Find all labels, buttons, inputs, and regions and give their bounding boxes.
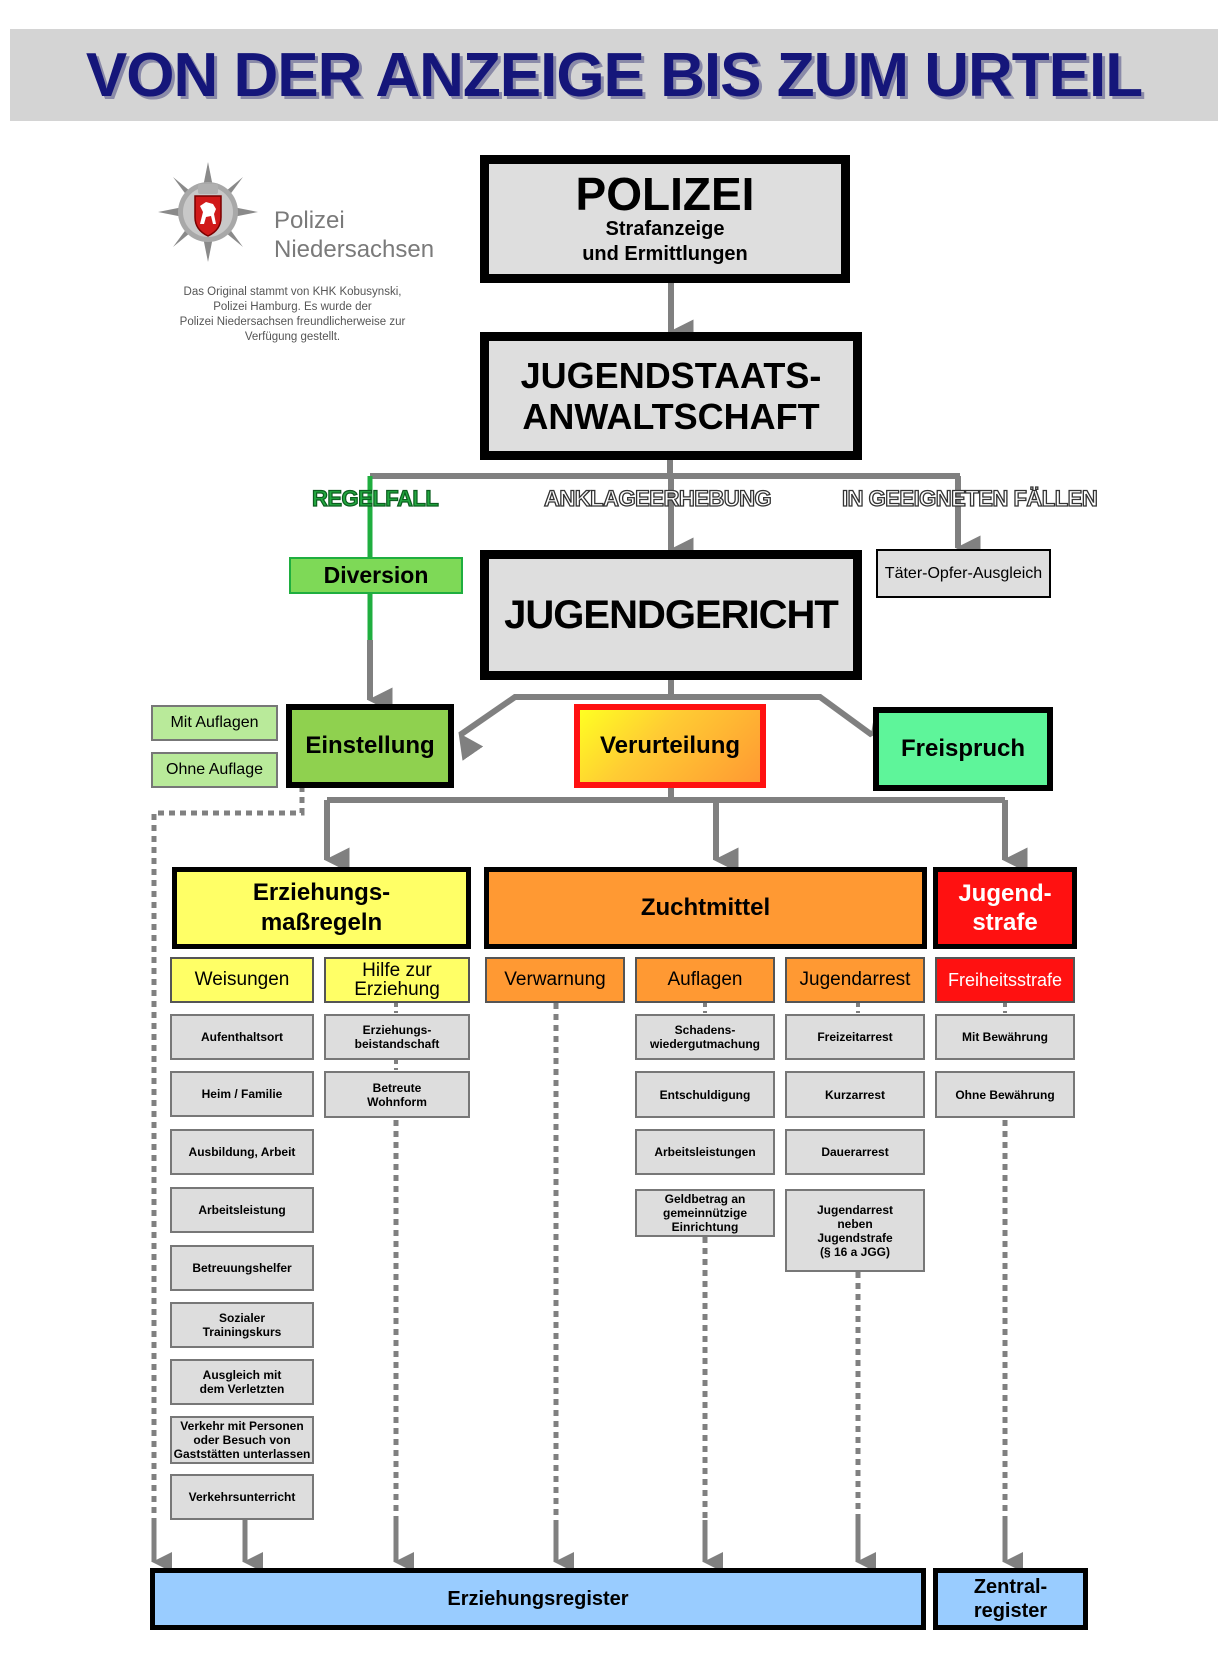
toa-box: Täter-Opfer-Ausgleich [876,549,1051,598]
measure-item-line: Schadens- [674,1023,736,1037]
measure-item: Ohne Bewährung [935,1071,1075,1118]
measure-item-line: Betreute [372,1080,422,1095]
zentralregister: Zentral- register [933,1568,1088,1630]
measure-item-line: Ausbildung, Arbeit [188,1145,296,1159]
logo-line1: Polizei [274,207,345,234]
label-regelfall: REGELFALL [311,485,439,511]
measure-item: Heim / Familie [170,1071,314,1117]
cat-erziehungsmassregeln: Erziehungs- maßregeln [172,867,471,949]
measure-item: Betreuungshelfer [170,1245,314,1291]
measure-item: Arbeitsleistung [170,1187,314,1233]
measure-item-line: Gaststätten unterlassen [173,1447,311,1461]
measure-item: Erziehungs-beistandschaft [324,1014,470,1060]
measure-item: Mit Bewährung [935,1014,1075,1060]
measure-item-line: beistandschaft [354,1037,440,1051]
arrow-gericht-einstellung [458,694,671,761]
measure-item-line: Erziehungs- [362,1023,432,1037]
measure-item-line: gemeinnützige [662,1206,747,1220]
measure-item: Aufenthaltsort [170,1014,314,1060]
measure-item: Arbeitsleistungen [635,1129,775,1175]
measure-item-line: Betreuungshelfer [192,1261,292,1275]
measure-item-line: Wohnform [367,1094,427,1109]
measure-item-line: Freizeitarrest [817,1030,893,1044]
measure-item-line: Jugendstrafe [817,1230,893,1245]
polizei-line2: und Ermittlungen [582,243,748,265]
measure-item-line: Arbeitsleistungen [654,1145,756,1159]
outcome-einstellung: Einstellung [286,704,454,788]
title-bar [10,29,1218,121]
diversion-box: Diversion [289,557,463,594]
measure-item-line: Verkehrsunterricht [188,1490,296,1504]
measure-item: Freizeitarrest [785,1014,925,1060]
measure-item-line: Verkehr mit Personen [180,1419,304,1433]
sub-weisungen: Weisungen [170,957,314,1003]
outcome-freispruch: Freispruch [873,707,1053,791]
measure-item-line: Heim / Familie [201,1087,283,1101]
measure-item: Dauerarrest [785,1129,925,1175]
polizei-box: POLIZEI Strafanzeige und Ermittlungen [480,155,850,283]
polizei-title: POLIZEI [575,168,755,220]
staatsanwaltschaft-line2: ANWALTSCHAFT [522,396,820,437]
dotted-einstellung-register [151,786,305,1545]
police-star-badge-icon [158,162,258,262]
measure-item-line: Ohne Bewährung [955,1087,1055,1102]
measure-item: Kurzarrest [785,1071,925,1118]
tag-mit-auflagen: Mit Auflagen [151,705,278,741]
measure-item-line: neben [837,1216,873,1231]
cat-jugendstrafe: Jugend- strafe [933,867,1077,949]
logo-line2: Niedersachsen [274,236,435,263]
gericht-box: JUGENDGERICHT [480,550,862,680]
measure-item-line: Sozialer [218,1311,266,1325]
measure-item-line: Trainingskurs [202,1325,282,1339]
measure-item: Ausbildung, Arbeit [170,1129,314,1175]
measure-item-line: Aufenthaltsort [201,1030,283,1044]
measure-item: Verkehrsunterricht [170,1474,314,1520]
erziehungsregister: Erziehungsregister [150,1568,926,1630]
measure-item-line: Kurzarrest [824,1087,886,1102]
measure-item-line: dem Verletzten [199,1382,285,1396]
sub-verwarnung: Verwarnung [485,957,625,1003]
cat-zuchtmittel: Zuchtmittel [484,867,927,949]
page-title: VON DER ANZEIGE BIS ZUM URTEIL [85,40,1143,110]
measure-item-line: Einrichtung [671,1220,739,1234]
measure-item-line: Entschuldigung [659,1087,751,1102]
sub-auflagen: Auflagen [635,957,775,1003]
credit-note: Das Original stammt von KHK Kobusynski, … [179,286,406,343]
measure-item-line: Jugendarrest [816,1202,894,1217]
measure-item-line: wiedergutmachung [649,1037,760,1051]
measure-item-line: Geldbetrag an [664,1192,746,1206]
sub-hilfe-zur-erziehung: Hilfe zur Erziehung [324,957,470,1003]
measure-item-line: Mit Bewährung [962,1030,1048,1044]
measure-item: Entschuldigung [635,1071,775,1118]
outcome-verurteilung: Verurteilung [574,704,766,788]
measure-item-line: oder Besuch von [193,1433,291,1447]
label-geeignet: IN GEEIGNETEN FÄLLEN [841,485,1098,511]
measure-item-line: Ausgleich mit [202,1368,282,1382]
sub-jugendarrest: Jugendarrest [785,957,925,1003]
staatsanwaltschaft-line1: JUGENDSTAATS- [520,355,822,396]
arrow-gericht-freispruch [671,694,896,738]
polizei-line1: Strafanzeige [605,218,725,240]
staatsanwaltschaft-box: JUGENDSTAATS- ANWALTSCHAFT [480,332,862,460]
label-anklage: ANKLAGEERHEBUNG [543,485,772,511]
measure-item-line: Arbeitsleistung [198,1203,286,1217]
sub-freiheitsstrafe: Freiheitsstrafe [935,957,1075,1003]
measure-item-line: Dauerarrest [821,1145,889,1159]
measure-item: Schadens-wiedergutmachung [635,1014,775,1060]
measure-item-line: (§ 16 a JGG) [819,1244,891,1259]
tag-ohne-auflage: Ohne Auflage [151,752,278,788]
